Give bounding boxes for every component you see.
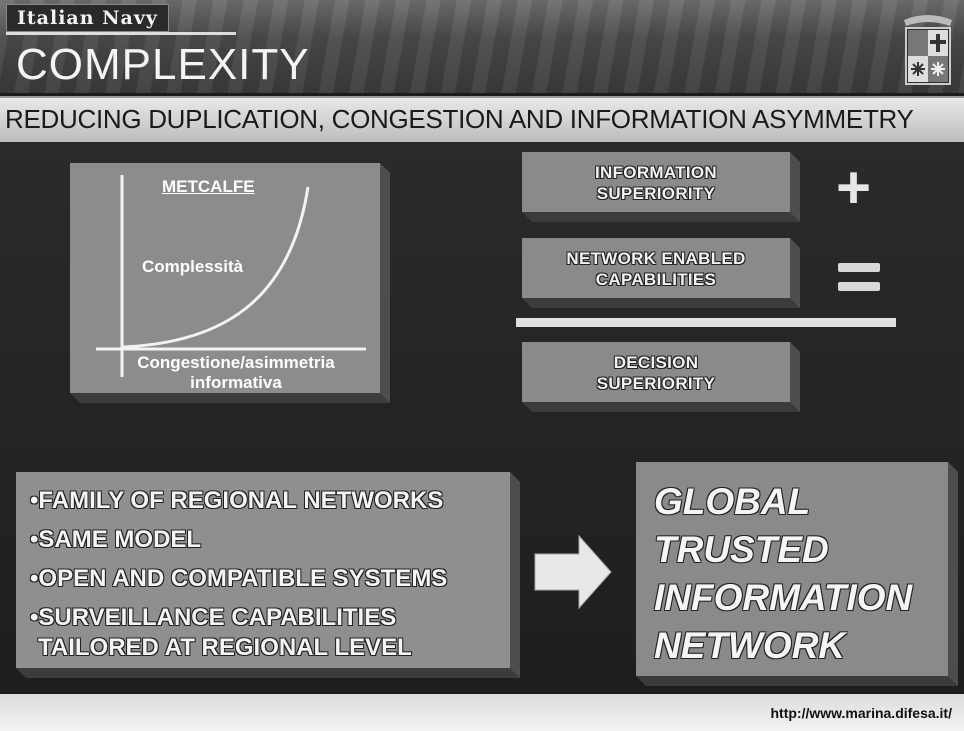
list-item: TAILORED AT REGIONAL LEVEL <box>38 634 412 661</box>
slide-subtitle: REDUCING DUPLICATION, CONGESTION AND INF… <box>5 104 914 134</box>
box-shadow <box>522 402 800 412</box>
slide-title: COMPLEXITY <box>16 40 310 89</box>
list-item: •FAMILY OF REGIONAL NETWORKS <box>30 487 444 514</box>
label-line: CAPABILITIES <box>595 270 717 289</box>
result-line: INFORMATION <box>654 577 913 618</box>
information-superiority-box: INFORMATION SUPERIORITY <box>522 152 800 222</box>
network-enabled-capabilities-box: NETWORK ENABLED CAPABILITIES <box>522 238 800 308</box>
right-arrow-icon <box>534 534 612 610</box>
box-shadow <box>16 668 520 678</box>
box-label: INFORMATION SUPERIORITY <box>522 162 790 204</box>
brand-label: Italian Navy <box>6 4 169 32</box>
metcalfe-y-label: Complessità <box>142 257 244 276</box>
box-shadow <box>522 298 800 308</box>
plus-sign: + <box>836 154 872 221</box>
metcalfe-x-label: Congestione/asimmetria informativa <box>126 353 346 393</box>
label-line: DECISION <box>613 353 699 372</box>
box-shadow <box>522 212 800 222</box>
list-item: •SAME MODEL <box>30 526 202 553</box>
footer-url: http://www.marina.difesa.it/ <box>770 705 952 721</box>
result-line: NETWORK <box>654 625 846 666</box>
metcalfe-title: METCALFE <box>162 177 255 196</box>
equals-sign-bottom <box>838 282 880 291</box>
label-line: INFORMATION <box>595 163 717 182</box>
regional-networks-list-box: •FAMILY OF REGIONAL NETWORKS •SAME MODEL… <box>16 472 520 678</box>
subtitle-band: REDUCING DUPLICATION, CONGESTION AND INF… <box>0 96 964 144</box>
label-line: NETWORK ENABLED <box>566 249 746 268</box>
footer-band: http://www.marina.difesa.it/ <box>0 694 964 731</box>
list-item: •SURVEILLANCE CAPABILITIES <box>30 604 397 631</box>
navy-emblem-icon <box>904 15 952 85</box>
box-label: NETWORK ENABLED CAPABILITIES <box>522 248 790 290</box>
equals-sign-top <box>838 263 880 272</box>
label-line: SUPERIORITY <box>596 374 716 393</box>
global-trusted-network-box: GLOBAL TRUSTED INFORMATION NETWORK <box>636 462 958 686</box>
box-shadow <box>70 393 390 403</box>
result-line: TRUSTED <box>654 529 829 570</box>
header-band: Italian Navy COMPLEXITY <box>0 0 964 93</box>
box-shadow <box>636 676 958 686</box>
result-line: GLOBAL <box>654 481 811 522</box>
x-label-line2: informativa <box>190 373 282 392</box>
brand-underline <box>6 32 236 35</box>
result-separator-line <box>516 318 896 327</box>
list-item: •OPEN AND COMPATIBLE SYSTEMS <box>30 565 448 592</box>
metcalfe-box: METCALFE Complessità Congestione/asimmet… <box>70 163 390 403</box>
label-line: SUPERIORITY <box>596 184 716 203</box>
x-label-line1: Congestione/asimmetria <box>137 353 335 372</box>
box-label: DECISION SUPERIORITY <box>522 352 790 394</box>
metcalfe-curve-graphic <box>96 175 366 377</box>
decision-superiority-box: DECISION SUPERIORITY <box>522 342 800 412</box>
